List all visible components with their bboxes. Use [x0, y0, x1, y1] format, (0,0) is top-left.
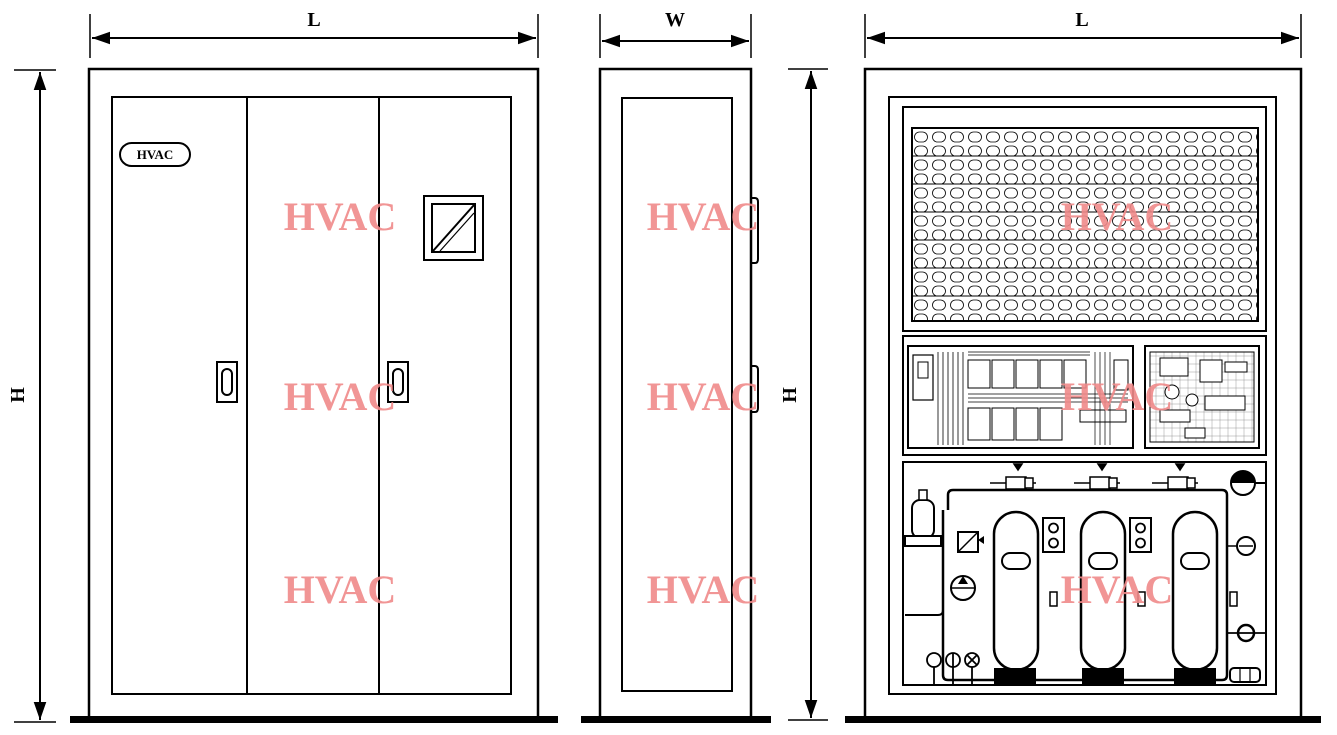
- svg-text:HVAC: HVAC: [137, 147, 174, 162]
- front-view: L H HVAC: [7, 9, 558, 723]
- front-height-dimension: H: [7, 69, 56, 723]
- electrical-panel: [907, 345, 1134, 449]
- watermark-front-2: HVAC: [284, 374, 397, 419]
- flow-indicator: [1227, 536, 1256, 556]
- junction-box-2: [1129, 517, 1152, 553]
- side-panel: [621, 97, 733, 692]
- service-valves: [1049, 591, 1238, 607]
- watermark-front-3: HVAC: [284, 567, 397, 612]
- back-length-dimension: L: [864, 9, 1302, 58]
- watermark-back-1: HVAC: [1061, 194, 1174, 239]
- side-handle-top: [751, 197, 759, 264]
- watermark-side-1: HVAC: [647, 194, 760, 239]
- inspection-window: [423, 195, 484, 261]
- side-width-label: W: [665, 9, 685, 31]
- filter-drier: [957, 531, 984, 553]
- expansion-valve-2: [1074, 463, 1120, 490]
- back-view: L H: [779, 9, 1321, 723]
- compressor-1: [992, 510, 1040, 684]
- front-length-label: L: [307, 9, 320, 31]
- side-base: [581, 716, 771, 723]
- back-height-label: H: [779, 387, 801, 403]
- door-handle-right: [387, 361, 409, 403]
- door-handle-left: [216, 361, 238, 403]
- junction-box-1: [1042, 517, 1065, 553]
- hvac-badge: HVAC: [119, 142, 191, 167]
- back-height-dimension: H: [779, 68, 828, 721]
- front-door-panel: [111, 96, 512, 695]
- solenoid-valve: [1227, 623, 1266, 643]
- watermark-front-1: HVAC: [284, 194, 397, 239]
- side-width-dimension: W: [599, 9, 752, 58]
- side-view: W HVAC HVAC HVAC: [581, 9, 771, 723]
- refrigeration-section: [902, 461, 1267, 686]
- expansion-valve-1: [990, 463, 1036, 490]
- watermark-back-3: HVAC: [1061, 567, 1174, 612]
- circulation-pump: [950, 575, 976, 601]
- pressure-gauges: [926, 652, 980, 684]
- front-height-label: H: [7, 387, 29, 403]
- front-length-dimension: L: [89, 9, 539, 58]
- watermark-side-2: HVAC: [647, 374, 760, 419]
- compressor-3: [1171, 510, 1219, 684]
- condenser-coil: [902, 106, 1267, 332]
- electrical-section: [902, 335, 1267, 456]
- front-base: [70, 716, 558, 723]
- back-inner-frame: [888, 96, 1277, 695]
- liquid-receiver: [904, 489, 942, 547]
- back-length-label: L: [1075, 9, 1088, 31]
- control-board: [1144, 345, 1260, 449]
- watermark-back-2: HVAC: [1061, 374, 1174, 419]
- back-base: [845, 716, 1321, 723]
- expansion-valve-3: [1152, 463, 1198, 490]
- oil-separator: [1230, 470, 1266, 496]
- watermark-side-3: HVAC: [647, 567, 760, 612]
- compressor-2: [1079, 510, 1127, 684]
- side-handle-bottom: [751, 365, 759, 413]
- muffler: [1229, 667, 1261, 683]
